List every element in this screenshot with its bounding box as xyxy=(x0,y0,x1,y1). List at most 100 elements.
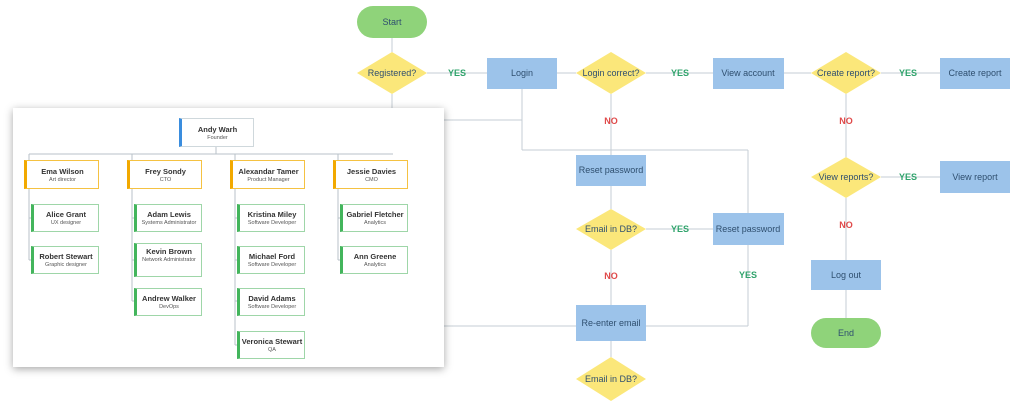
org-card-employee-gabriel-fletcher: Gabriel Fletcher Analytics xyxy=(340,204,408,232)
org-manager-role: Art director xyxy=(49,177,76,183)
org-employee-role: QA xyxy=(268,347,276,353)
reset-password-1-shape xyxy=(576,155,646,186)
create-report-decision: Create report? xyxy=(811,52,881,94)
email-in-db-1-label: Email in DB? xyxy=(585,224,637,234)
view-reports-decision: View reports? xyxy=(811,157,881,198)
login-process: Login xyxy=(487,58,557,89)
registered-decision: Registered? xyxy=(357,52,427,94)
reset-password-2-label: Reset password xyxy=(716,224,781,234)
org-employee-role: Analytics xyxy=(363,220,386,226)
org-card-employee-kevin-brown: Kevin Brown Network Administrator xyxy=(134,243,202,277)
view-account-process: View account xyxy=(713,58,784,89)
no-label-login-correct: NO xyxy=(604,116,618,126)
login-shape xyxy=(487,58,557,89)
org-root-name: Andy Warh xyxy=(197,125,238,134)
org-employee-role: Software Developer xyxy=(247,304,297,310)
log-out-shape xyxy=(811,260,881,290)
org-card-manager-ema-wilson: Ema Wilson Art director xyxy=(24,160,99,189)
view-reports-q-shape xyxy=(811,157,881,198)
org-manager-name: Alexandar Tamer xyxy=(238,167,299,176)
org-manager-name: Ema Wilson xyxy=(41,167,84,176)
create-report-shape xyxy=(940,58,1010,89)
email-in-db-decision-2: Email in DB? xyxy=(576,357,646,401)
view-report-process: View report xyxy=(940,161,1010,193)
org-card-employee-alice-grant: Alice Grant UX designer xyxy=(31,204,99,232)
start-node: Start xyxy=(357,6,427,38)
org-employee-name: Kristina Miley xyxy=(247,210,297,219)
org-employee-name: David Adams xyxy=(248,294,296,303)
reset-password-1-label: Reset password xyxy=(579,165,644,175)
org-root-role: Founder xyxy=(207,135,228,141)
reset-password-process-2: Reset password xyxy=(713,213,784,245)
no-label-view-reports: NO xyxy=(839,220,853,230)
org-employee-role: DevOps xyxy=(159,304,179,310)
end-shape xyxy=(811,318,881,348)
yes-label-reset-password: YES xyxy=(739,270,757,280)
yes-label-email-in-db: YES xyxy=(671,224,689,234)
org-card-employee-michael-ford: Michael Ford Software Developer xyxy=(237,246,305,274)
org-employee-name: Michael Ford xyxy=(248,252,296,261)
yes-label-view-reports: YES xyxy=(899,172,917,182)
org-card-employee-kristina-miley: Kristina Miley Software Developer xyxy=(237,204,305,232)
create-report-q-label: Create report? xyxy=(817,68,875,78)
email-in-db-2-shape xyxy=(576,357,646,401)
org-employee-role: Systems Administrator xyxy=(141,220,197,226)
org-manager-role: CTO xyxy=(159,177,172,183)
org-card-manager-alexandar-tamer: Alexandar Tamer Product Manager xyxy=(230,160,305,189)
org-employee-role: Software Developer xyxy=(247,262,297,268)
email-in-db-2-label: Email in DB? xyxy=(585,374,637,384)
org-employee-role: Software Developer xyxy=(247,220,297,226)
flowchart-connectors xyxy=(391,38,940,357)
org-employee-name: Robert Stewart xyxy=(39,252,93,261)
start-shape xyxy=(357,6,427,38)
reset-password-process-1: Reset password xyxy=(576,155,646,186)
re-enter-email-label: Re-enter email xyxy=(581,318,640,328)
login-correct-label: Login correct? xyxy=(582,68,639,78)
org-card-employee-robert-stewart: Robert Stewart Graphic designer xyxy=(31,246,99,274)
login-correct-shape xyxy=(576,52,646,94)
org-manager-name: Frey Sondy xyxy=(145,167,186,176)
org-card-employee-andrew-walker: Andrew Walker DevOps xyxy=(134,288,202,316)
login-correct-decision: Login correct? xyxy=(576,52,646,94)
start-label: Start xyxy=(382,17,402,27)
email-in-db-1-shape xyxy=(576,209,646,250)
login-label: Login xyxy=(511,68,533,78)
email-in-db-decision-1: Email in DB? xyxy=(576,209,646,250)
no-label-create-report: NO xyxy=(839,116,853,126)
org-card-employee-adam-lewis: Adam Lewis Systems Administrator xyxy=(134,204,202,232)
org-employee-name: Andrew Walker xyxy=(142,294,196,303)
org-employee-name: Veronica Stewart xyxy=(241,337,303,346)
yes-label-login-correct: YES xyxy=(671,68,689,78)
org-employee-role: Graphic designer xyxy=(45,262,87,268)
org-employee-role: Network Administrator xyxy=(142,257,196,263)
reset-password-2-shape xyxy=(713,213,784,245)
org-employee-name: Kevin Brown xyxy=(146,247,192,256)
org-chart-panel: Andy Warh Founder Ema Wilson Art directo… xyxy=(13,108,444,367)
org-card-manager-jessie-davies: Jessie Davies CMO xyxy=(333,160,408,189)
view-reports-q-label: View reports? xyxy=(819,172,874,182)
view-account-label: View account xyxy=(721,68,775,78)
create-report-q-shape xyxy=(811,52,881,94)
org-employee-name: Alice Grant xyxy=(45,210,86,219)
registered-shape xyxy=(357,52,427,94)
org-manager-role: CMO xyxy=(365,177,378,183)
end-node: End xyxy=(811,318,881,348)
yes-label-registered: YES xyxy=(448,68,466,78)
org-card-employee-ann-greene: Ann Greene Analytics xyxy=(340,246,408,274)
yes-label-create-report: YES xyxy=(899,68,917,78)
no-label-email-in-db: NO xyxy=(604,271,618,281)
org-employee-name: Ann Greene xyxy=(353,252,397,261)
view-report-label: View report xyxy=(952,172,998,182)
org-manager-name: Jessie Davies xyxy=(346,167,397,176)
org-card-root: Andy Warh Founder xyxy=(179,118,254,147)
org-card-employee-david-adams: David Adams Software Developer xyxy=(237,288,305,316)
org-card-manager-frey-sondy: Frey Sondy CTO xyxy=(127,160,202,189)
log-out-label: Log out xyxy=(831,270,862,280)
org-card-employee-veronica-stewart: Veronica Stewart QA xyxy=(237,331,305,359)
re-enter-email-shape xyxy=(576,305,646,341)
org-manager-role: Product Manager xyxy=(247,177,290,183)
org-employee-name: Adam Lewis xyxy=(147,210,191,219)
create-report-label: Create report xyxy=(948,68,1002,78)
create-report-process: Create report xyxy=(940,58,1010,89)
